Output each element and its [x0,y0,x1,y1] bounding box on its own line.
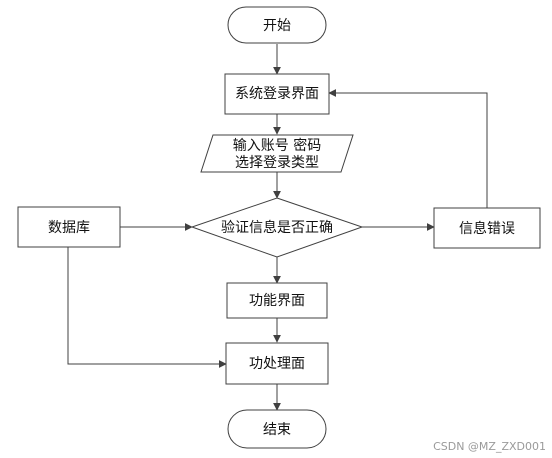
input-label-line-1: 输入账号 密码 [233,137,321,154]
database-node [17,206,121,248]
process-screen-label: 功处理面 [249,356,305,372]
end-label: 结束 [263,422,291,438]
end-node [227,409,327,449]
edge-error-to-login [328,89,488,208]
database-label: 数据库 [48,220,90,236]
start-label: 开始 [263,18,291,34]
edge-database-to-process [67,247,227,368]
error-label: 信息错误 [459,220,515,237]
function-screen-label: 功能界面 [249,293,305,309]
start-node [227,6,327,44]
watermark-text: CSDN @MZ_ZXD001 [433,440,546,453]
verify-label: 验证信息是否正确 [221,219,333,236]
input-label-line-2: 选择登录类型 [235,155,319,171]
function-screen-node [226,282,328,319]
login-screen-label: 系统登录界面 [235,86,319,102]
login-screen-node [224,73,330,115]
verify-node [190,197,364,258]
input-node [200,134,354,173]
error-node [433,207,541,249]
process-screen-node [225,342,329,385]
